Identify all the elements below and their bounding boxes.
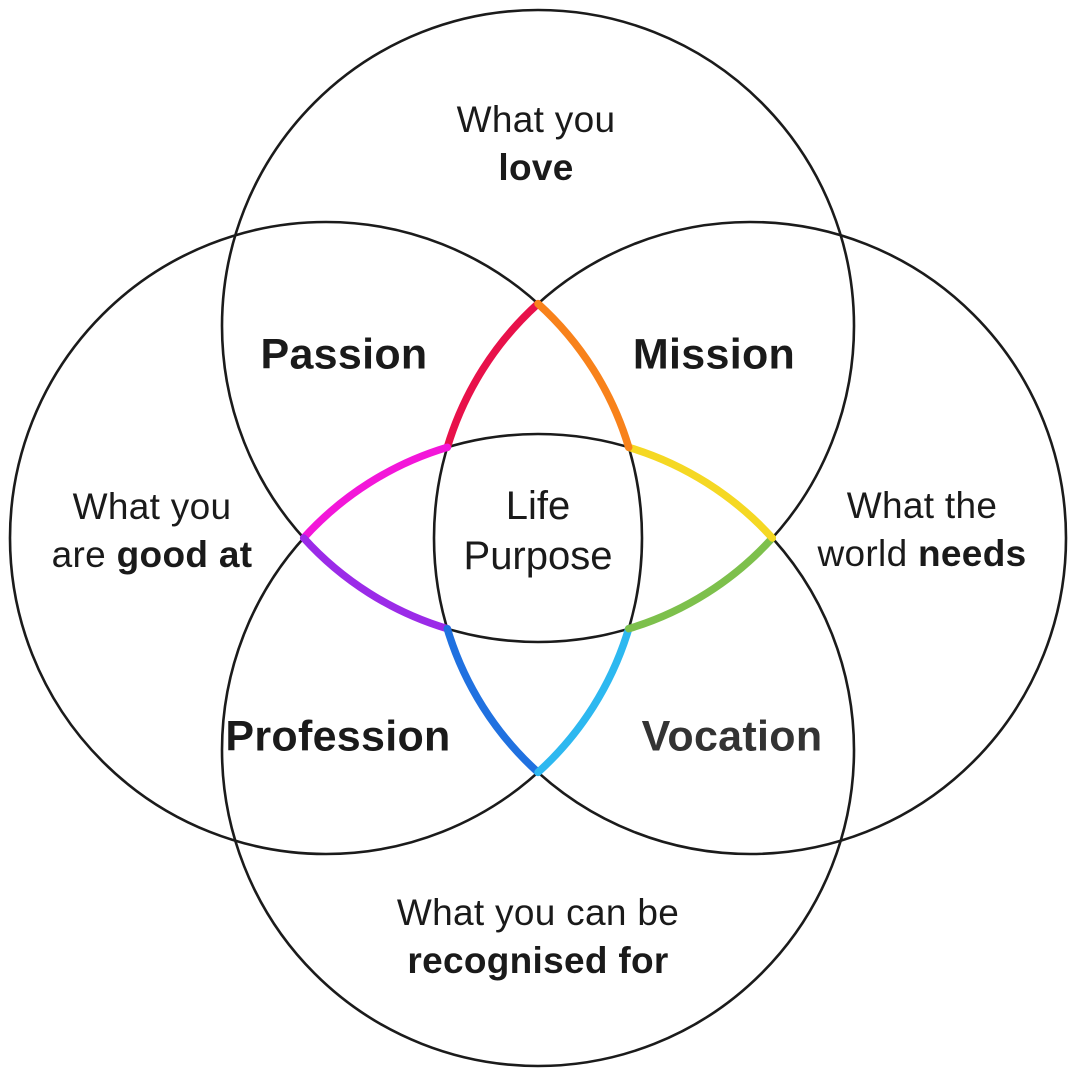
label-passion: Passion xyxy=(260,330,428,379)
arc-green xyxy=(624,534,777,633)
arc-purple xyxy=(299,534,452,633)
label-what-you-love: What you love xyxy=(457,96,616,192)
label-text-bold: needs xyxy=(918,533,1027,574)
label-line: What you xyxy=(457,96,616,144)
circle-needs xyxy=(432,220,1068,856)
circle-love xyxy=(220,8,856,644)
circle-recognised xyxy=(220,432,856,1068)
circle-good-at xyxy=(8,220,644,856)
arc-cyan xyxy=(534,624,633,777)
label-vocation: Vocation xyxy=(641,712,823,761)
label-text: What the xyxy=(846,485,998,526)
label-text: are xyxy=(51,534,117,575)
label-what-the-world-needs: What the world needs xyxy=(818,482,1027,578)
label-what-you-can-be-recognised-for: What you can be recognised for xyxy=(397,889,679,985)
label-line: recognised for xyxy=(397,937,679,985)
label-text: Life xyxy=(505,484,571,528)
label-text: Purpose xyxy=(463,534,613,578)
label-line: What you can be xyxy=(397,889,679,937)
label-line: world needs xyxy=(818,530,1027,578)
arc-yellow xyxy=(624,443,777,542)
label-text: What you can be xyxy=(396,892,680,933)
label-line: love xyxy=(457,144,616,192)
label-text-bold: love xyxy=(498,147,574,188)
label-what-you-are-good-at: What you are good at xyxy=(52,483,253,579)
label-mission: Mission xyxy=(632,330,796,379)
label-profession: Profession xyxy=(225,712,451,761)
label-line: What you xyxy=(52,483,253,531)
label-text: What you xyxy=(72,486,232,527)
arc-blue xyxy=(443,624,542,777)
label-life-purpose: Life Purpose xyxy=(464,481,613,581)
label-text-bold: recognised for xyxy=(407,940,669,981)
arc-magenta xyxy=(299,443,452,542)
label-text-bold: good at xyxy=(116,534,253,575)
label-text: What you xyxy=(456,99,616,140)
label-line: Life xyxy=(464,481,613,531)
label-line: Purpose xyxy=(464,531,613,581)
arc-orange xyxy=(534,299,633,452)
arc-red xyxy=(443,299,542,452)
label-text: world xyxy=(817,533,919,574)
label-line: are good at xyxy=(52,531,253,579)
label-line: What the xyxy=(818,482,1027,530)
